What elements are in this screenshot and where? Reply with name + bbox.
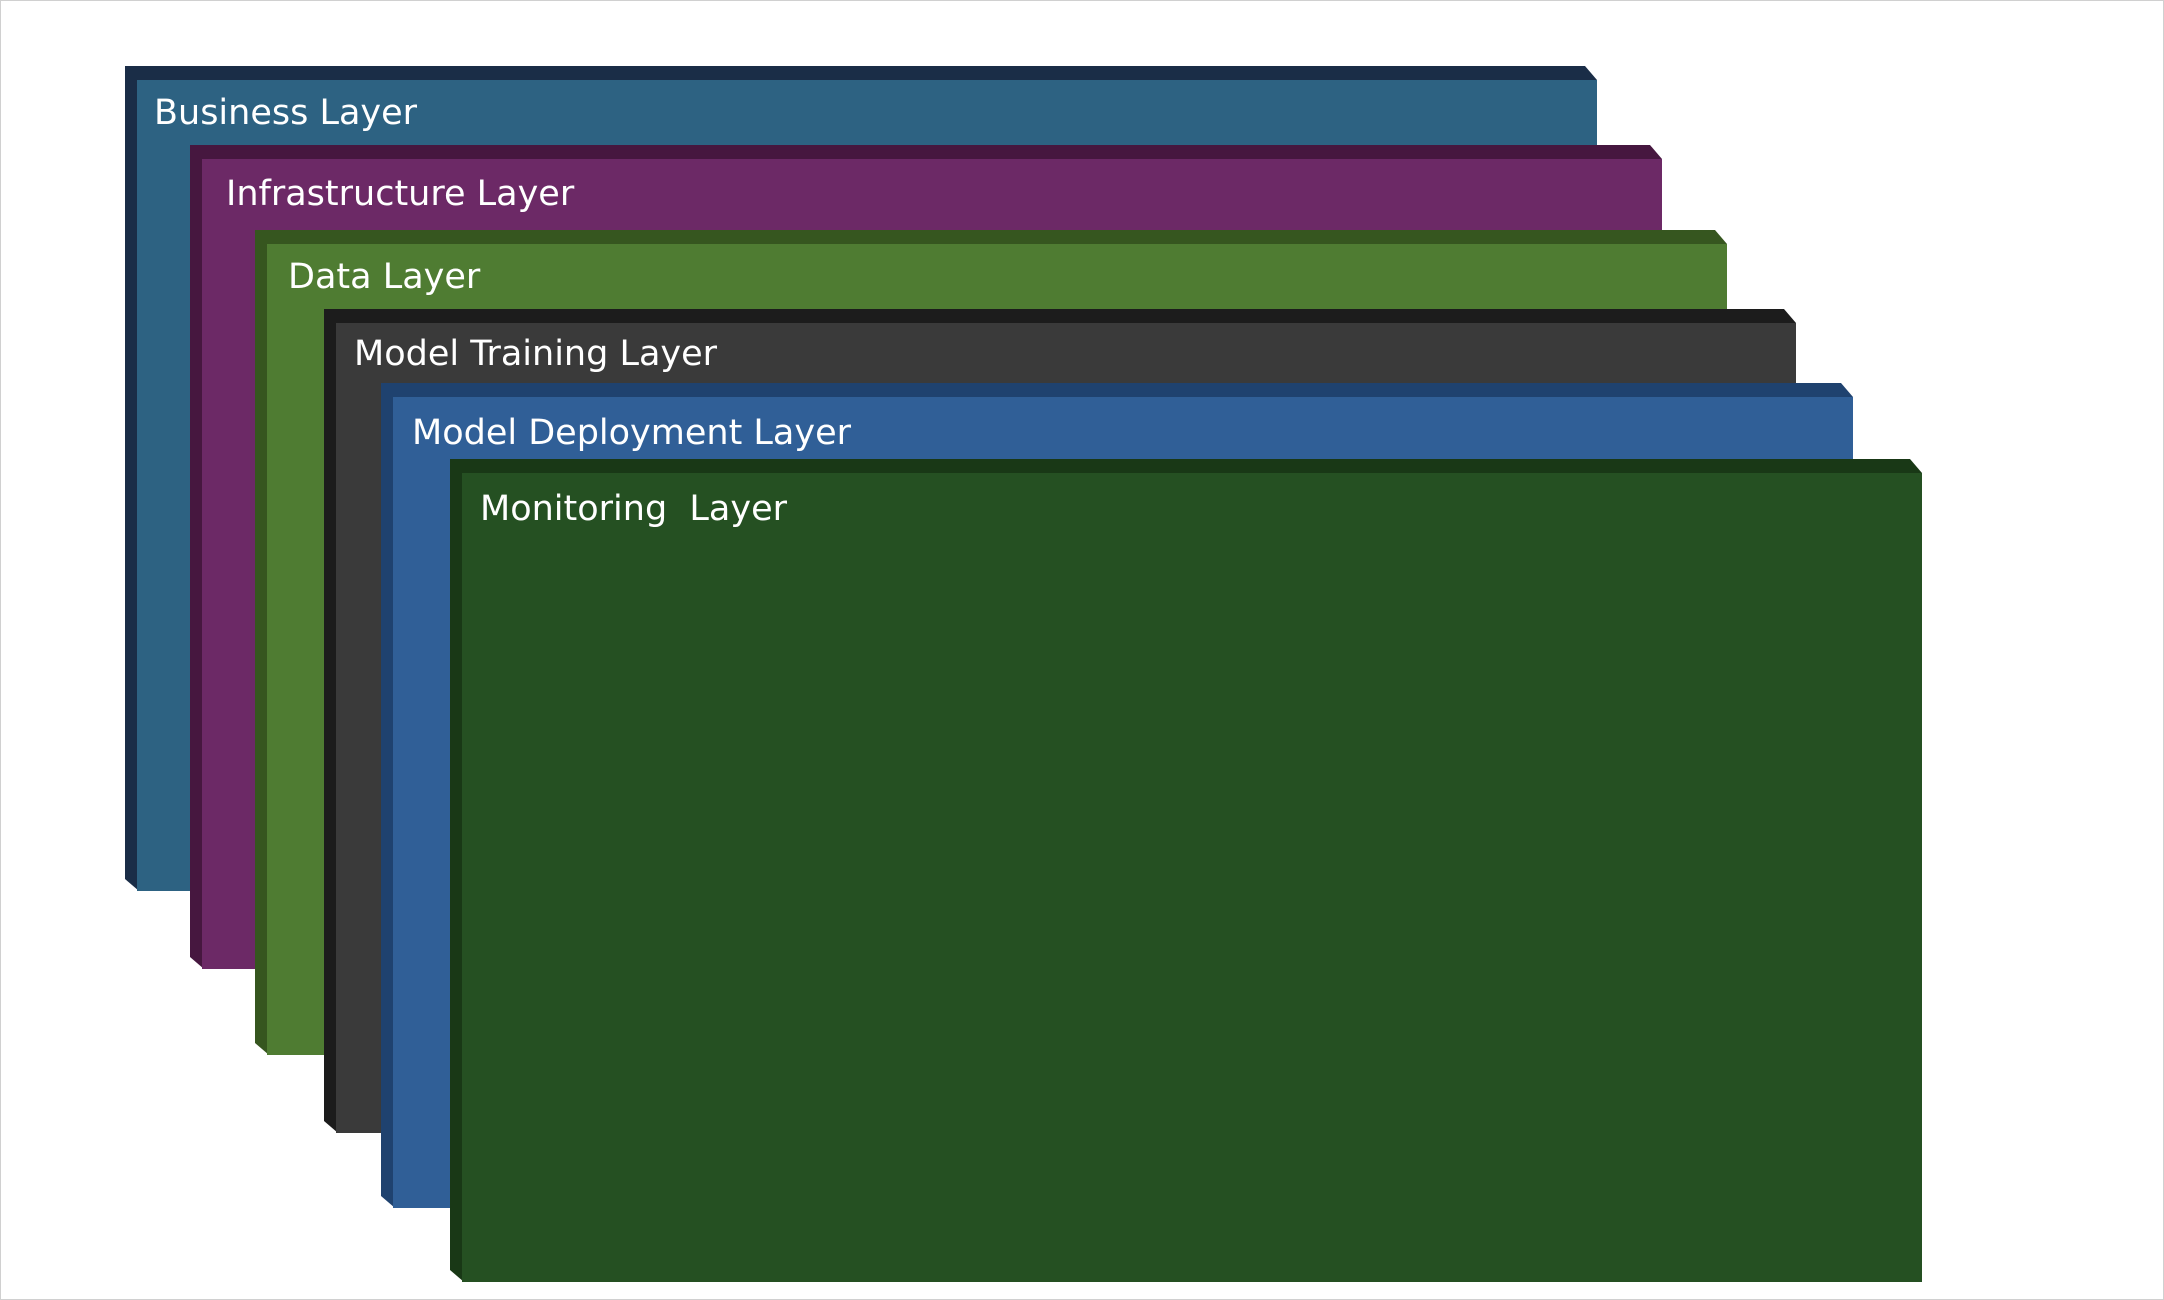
business-layer-title: Business Layer bbox=[154, 93, 418, 133]
monitoring-layer-title: Monitoring Layer bbox=[480, 489, 788, 529]
infrastructure-layer-title: Infrastructure Layer bbox=[226, 174, 575, 214]
data-layer-title: Data Layer bbox=[288, 257, 481, 297]
model-deployment-layer-title: Model Deployment Layer bbox=[412, 413, 852, 453]
monitoring-layer: Monitoring Layer bbox=[450, 459, 1922, 1282]
model-training-layer-title: Model Training Layer bbox=[354, 334, 718, 374]
monitoring-layer-face bbox=[462, 473, 1922, 1282]
